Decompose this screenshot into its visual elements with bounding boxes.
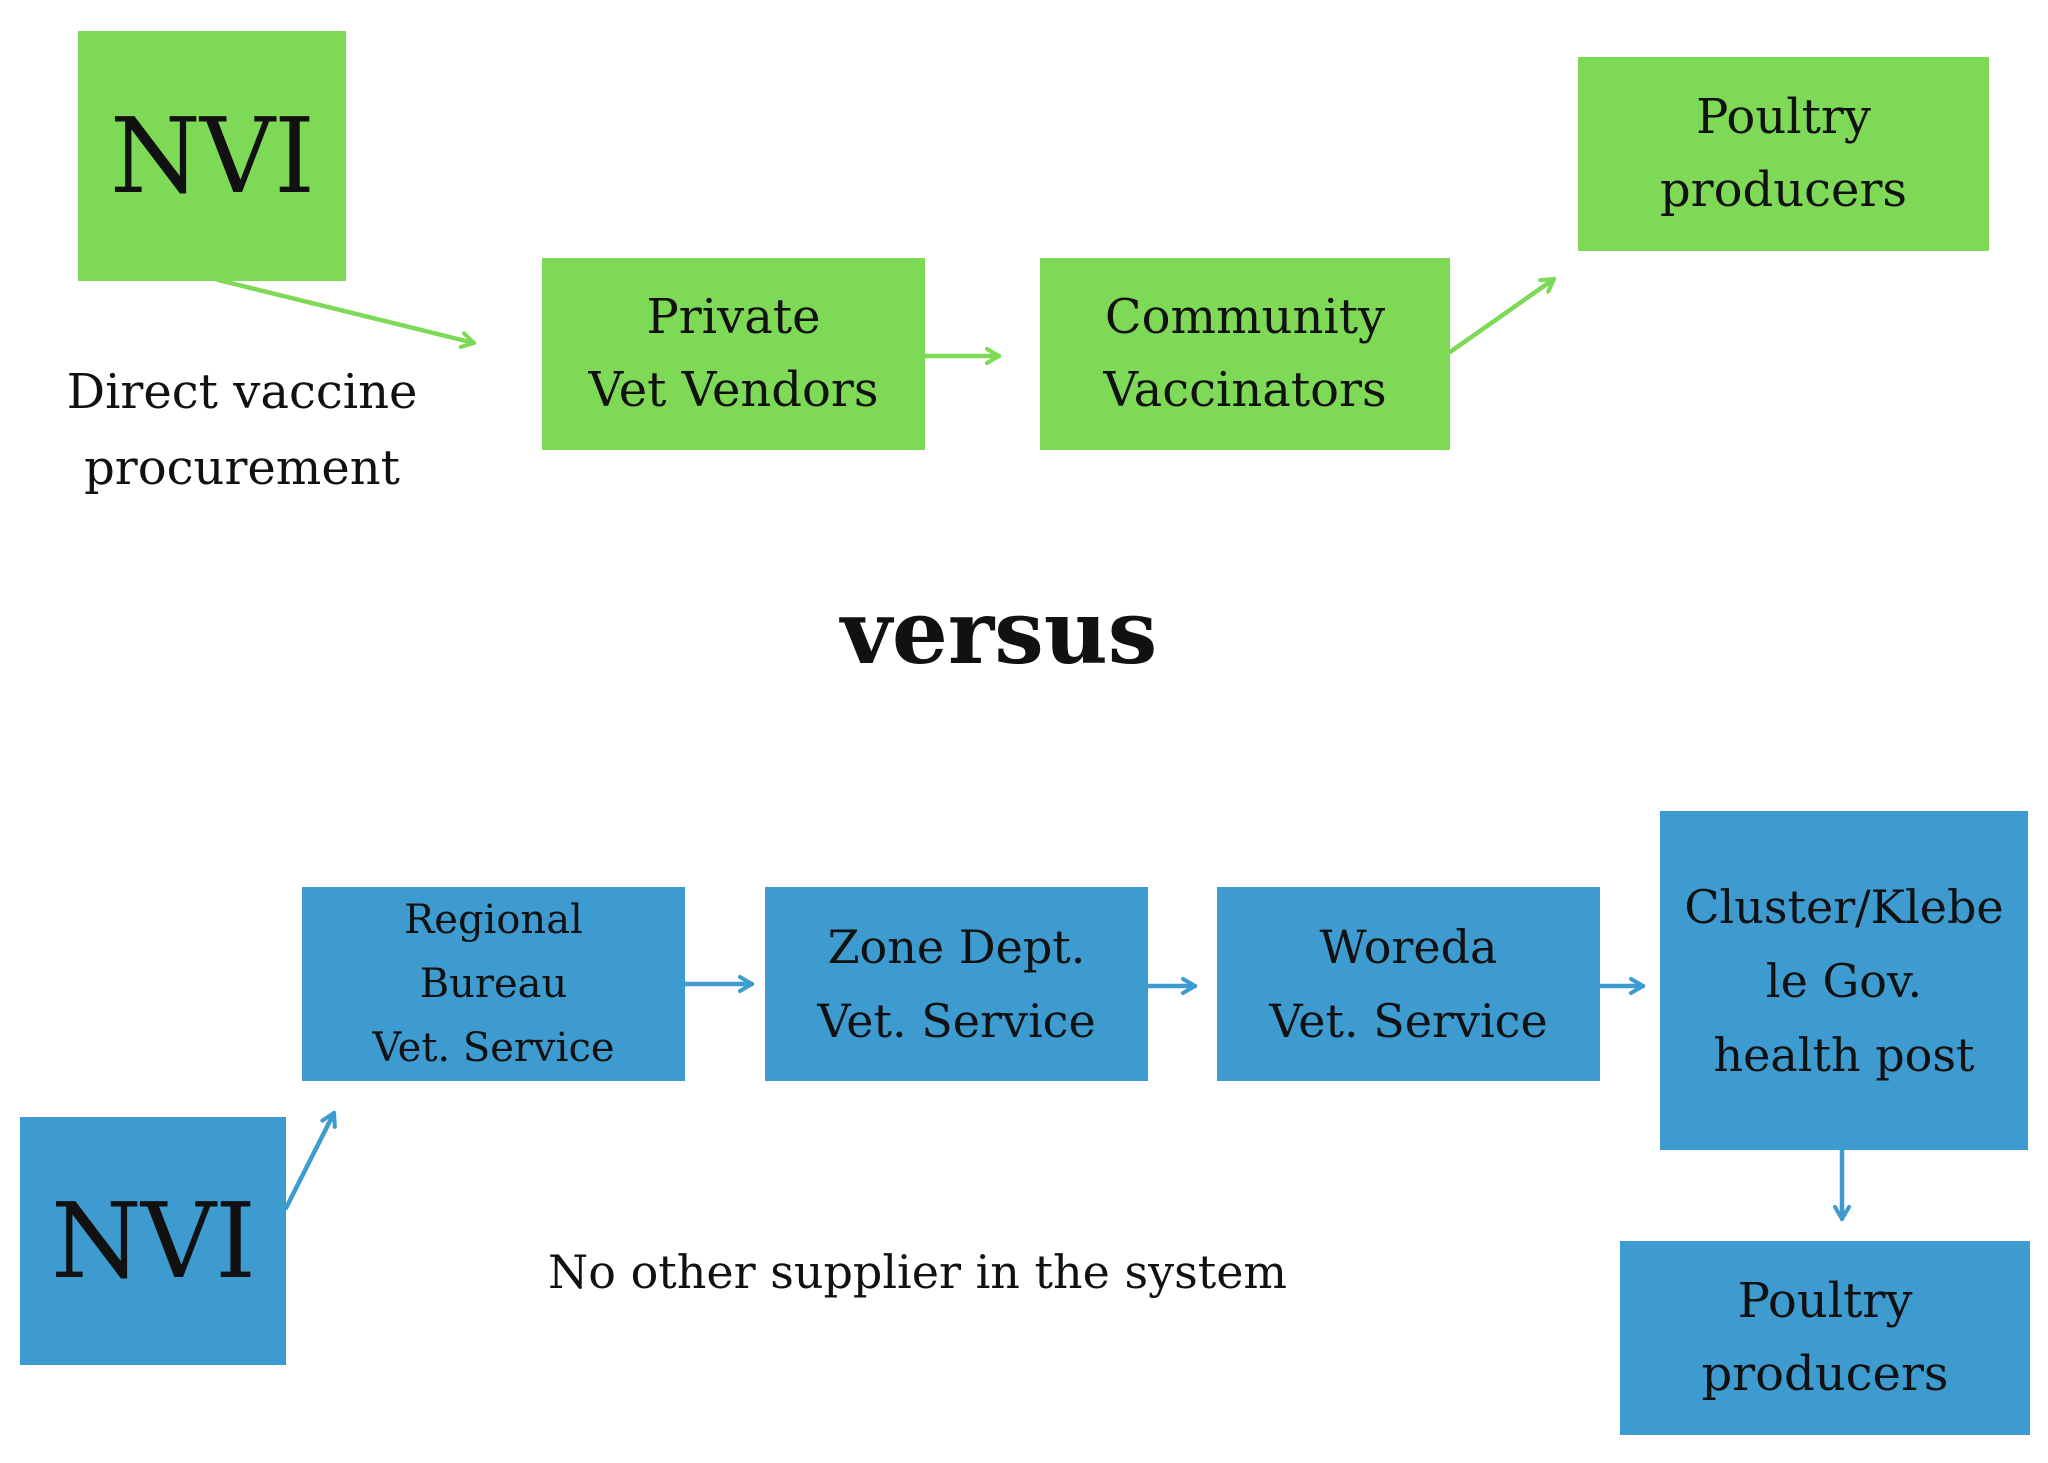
zone-dept-box: Zone Dept. Vet. Service xyxy=(765,887,1148,1081)
versus-heading: versus xyxy=(840,580,1158,684)
top-nvi-label: NVI xyxy=(109,95,315,217)
zone-dept-line-2: Vet. Service xyxy=(817,994,1096,1048)
woreda-line-1: Woreda xyxy=(1319,920,1498,974)
bottom-nvi-label: NVI xyxy=(50,1180,256,1302)
zone-dept-line-1: Zone Dept. xyxy=(827,920,1086,974)
arrow-nvi-to-regional-bureau xyxy=(283,1110,337,1211)
regional-bureau-line-3: Vet. Service xyxy=(372,1025,615,1071)
top-nvi-box: NVI xyxy=(78,31,346,281)
cluster-health-post-box: Cluster/Klebe le Gov. health post xyxy=(1660,811,2028,1150)
private-vet-vendors-box: Private Vet Vendors xyxy=(542,258,925,450)
cluster-health-post-line-3: health post xyxy=(1713,1027,1975,1082)
private-vet-vendors-line-1: Private xyxy=(646,289,821,345)
cluster-health-post-line-1: Cluster/Klebe xyxy=(1684,879,2004,934)
arrow-nvi-to-private-vet-vendors xyxy=(215,277,477,349)
cluster-health-post-line-2: le Gov. xyxy=(1765,953,1923,1008)
regional-bureau-line-1: Regional xyxy=(404,897,583,943)
top-poultry-producers-line-2: producers xyxy=(1659,162,1908,218)
community-vaccinators-line-1: Community xyxy=(1104,289,1386,345)
bottom-nvi-box: NVI xyxy=(20,1117,286,1365)
no-other-supplier-text: No other supplier in the system xyxy=(548,1245,1288,1299)
regional-bureau-box: Regional Bureau Vet. Service xyxy=(302,887,685,1081)
community-vaccinators-line-2: Vaccinators xyxy=(1103,362,1387,418)
bottom-poultry-producers-line-2: producers xyxy=(1701,1346,1949,1402)
regional-bureau-line-2: Bureau xyxy=(419,961,568,1007)
no-other-supplier-note: No other supplier in the system xyxy=(548,1235,1287,1309)
woreda-line-2: Vet. Service xyxy=(1269,994,1548,1048)
woreda-box: Woreda Vet. Service xyxy=(1217,887,1600,1081)
top-poultry-producers-line-1: Poultry xyxy=(1696,89,1871,145)
community-vaccinators-box: Community Vaccinators xyxy=(1040,258,1450,450)
bottom-poultry-producers-line-1: Poultry xyxy=(1737,1273,1913,1329)
direct-procurement-note: Direct vaccine procurement xyxy=(32,354,452,506)
private-vet-vendors-line-2: Vet Vendors xyxy=(588,362,879,418)
direct-procurement-note-line-2: procurement xyxy=(84,440,400,496)
bottom-poultry-producers-box: Poultry producers xyxy=(1620,1241,2030,1435)
arrow-community-vaccinators-to-poultry-producers xyxy=(1447,276,1557,355)
top-poultry-producers-box: Poultry producers xyxy=(1578,57,1989,251)
direct-procurement-note-line-1: Direct vaccine xyxy=(66,364,418,420)
